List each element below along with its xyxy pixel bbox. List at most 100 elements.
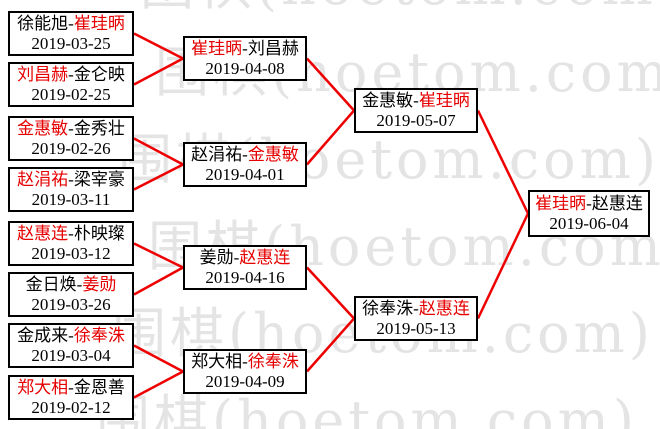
- winner-name: 徐奉洙: [247, 351, 299, 371]
- player-separator: -: [68, 325, 74, 345]
- connector-line: [133, 266, 184, 296]
- match-players: 徐奉洙-赵惠连: [356, 299, 476, 319]
- player-name: 梁宰豪: [73, 169, 125, 189]
- connector-line: [133, 370, 184, 399]
- match-players: 金成来-徐奉洙: [10, 326, 132, 346]
- player-separator: -: [68, 118, 74, 138]
- watermark-text: 围棋(hoetom.com): [140, 0, 660, 13]
- match-players: 金日焕-姜勋: [10, 275, 132, 295]
- winner-name: 崔珪昞: [418, 90, 470, 110]
- match-players: 徐能旭-崔珪昞: [10, 14, 132, 34]
- player-name: 姜勋: [199, 247, 234, 267]
- player-separator: -: [68, 169, 74, 189]
- connector-line: [306, 317, 355, 373]
- winner-name: 金惠敏: [17, 118, 69, 138]
- connector-line: [306, 266, 355, 320]
- player-separator: -: [242, 144, 248, 164]
- connector-line: [133, 57, 184, 86]
- connector-line: [133, 242, 184, 269]
- player-name: 金仑映: [73, 64, 125, 84]
- match-date: 2019-03-12: [31, 243, 111, 263]
- match-players: 崔珪昞-刘昌赫: [185, 39, 305, 59]
- winner-name: 赵惠连: [17, 223, 69, 243]
- watermark-text: 围棋(hoetom.com): [96, 389, 638, 429]
- winner-name: 徐奉洙: [73, 325, 125, 345]
- match-players: 金惠敏-崔珪昞: [356, 91, 476, 111]
- match-date: 2019-04-01: [205, 164, 285, 184]
- match-date: 2019-04-09: [205, 371, 285, 391]
- player-separator: -: [233, 247, 240, 267]
- match-date: 2019-03-25: [31, 33, 111, 53]
- player-name: 金秀壮: [73, 118, 125, 138]
- winner-name: 郑大相: [17, 377, 69, 397]
- winner-name: 刘昌赫: [17, 64, 69, 84]
- match-date: 2019-04-08: [205, 58, 285, 78]
- connector-line: [476, 109, 530, 215]
- connector-line: [133, 344, 184, 373]
- connector-line: [133, 32, 184, 60]
- winner-name: 崔珪昞: [191, 38, 243, 58]
- player-separator: -: [68, 13, 74, 33]
- player-separator: -: [68, 377, 74, 397]
- connector-line: [133, 137, 184, 166]
- match-date: 2019-04-16: [205, 267, 285, 287]
- connector-line: [306, 109, 355, 166]
- match-date: 2019-02-25: [31, 84, 111, 104]
- player-name: 金惠敏: [362, 90, 414, 110]
- winner-name: 金惠敏: [247, 144, 299, 164]
- connector-line: [476, 212, 530, 320]
- match-players: 郑大相-金恩善: [10, 378, 132, 398]
- match-date: 2019-05-07: [376, 110, 456, 130]
- player-separator: -: [586, 193, 592, 213]
- match-date: 2019-03-26: [31, 294, 111, 314]
- player-name: 金恩善: [73, 377, 125, 397]
- match-date: 2019-02-26: [31, 138, 111, 158]
- player-separator: -: [68, 223, 74, 243]
- winner-name: 崔珪昞: [535, 193, 587, 213]
- winner-name: 赵惠连: [418, 298, 470, 318]
- match-players: 姜勋-赵惠连: [185, 248, 305, 268]
- player-separator: -: [68, 64, 74, 84]
- match-players: 刘昌赫-金仑映: [10, 65, 132, 85]
- match-players: 金惠敏-金秀壮: [10, 119, 132, 139]
- winner-name: 赵惠连: [239, 247, 291, 267]
- match-date: 2019-05-13: [376, 318, 456, 338]
- match-players: 赵涓祐-金惠敏: [185, 145, 305, 165]
- winner-name: 崔珪昞: [73, 13, 125, 33]
- player-separator: -: [242, 38, 248, 58]
- player-separator: -: [76, 274, 83, 294]
- connector-line: [306, 57, 355, 112]
- match-players: 赵惠连-朴映璨: [10, 224, 132, 244]
- winner-name: 姜勋: [82, 274, 117, 294]
- player-name: 赵惠连: [591, 193, 643, 213]
- player-separator: -: [413, 298, 419, 318]
- player-name: 金成来: [17, 325, 69, 345]
- match-date: 2019-02-12: [31, 397, 111, 417]
- player-name: 刘昌赫: [247, 38, 299, 58]
- match-players: 赵涓祐-梁宰豪: [10, 170, 132, 190]
- player-name: 徐奉洙: [362, 298, 414, 318]
- match-date: 2019-06-04: [549, 213, 629, 233]
- winner-name: 赵涓祐: [17, 169, 69, 189]
- match-players: 崔珪昞-赵惠连: [530, 194, 648, 214]
- player-separator: -: [242, 351, 248, 371]
- match-date: 2019-03-04: [31, 345, 111, 365]
- connector-line: [133, 163, 184, 191]
- player-name: 赵涓祐: [191, 144, 243, 164]
- player-name: 郑大相: [191, 351, 243, 371]
